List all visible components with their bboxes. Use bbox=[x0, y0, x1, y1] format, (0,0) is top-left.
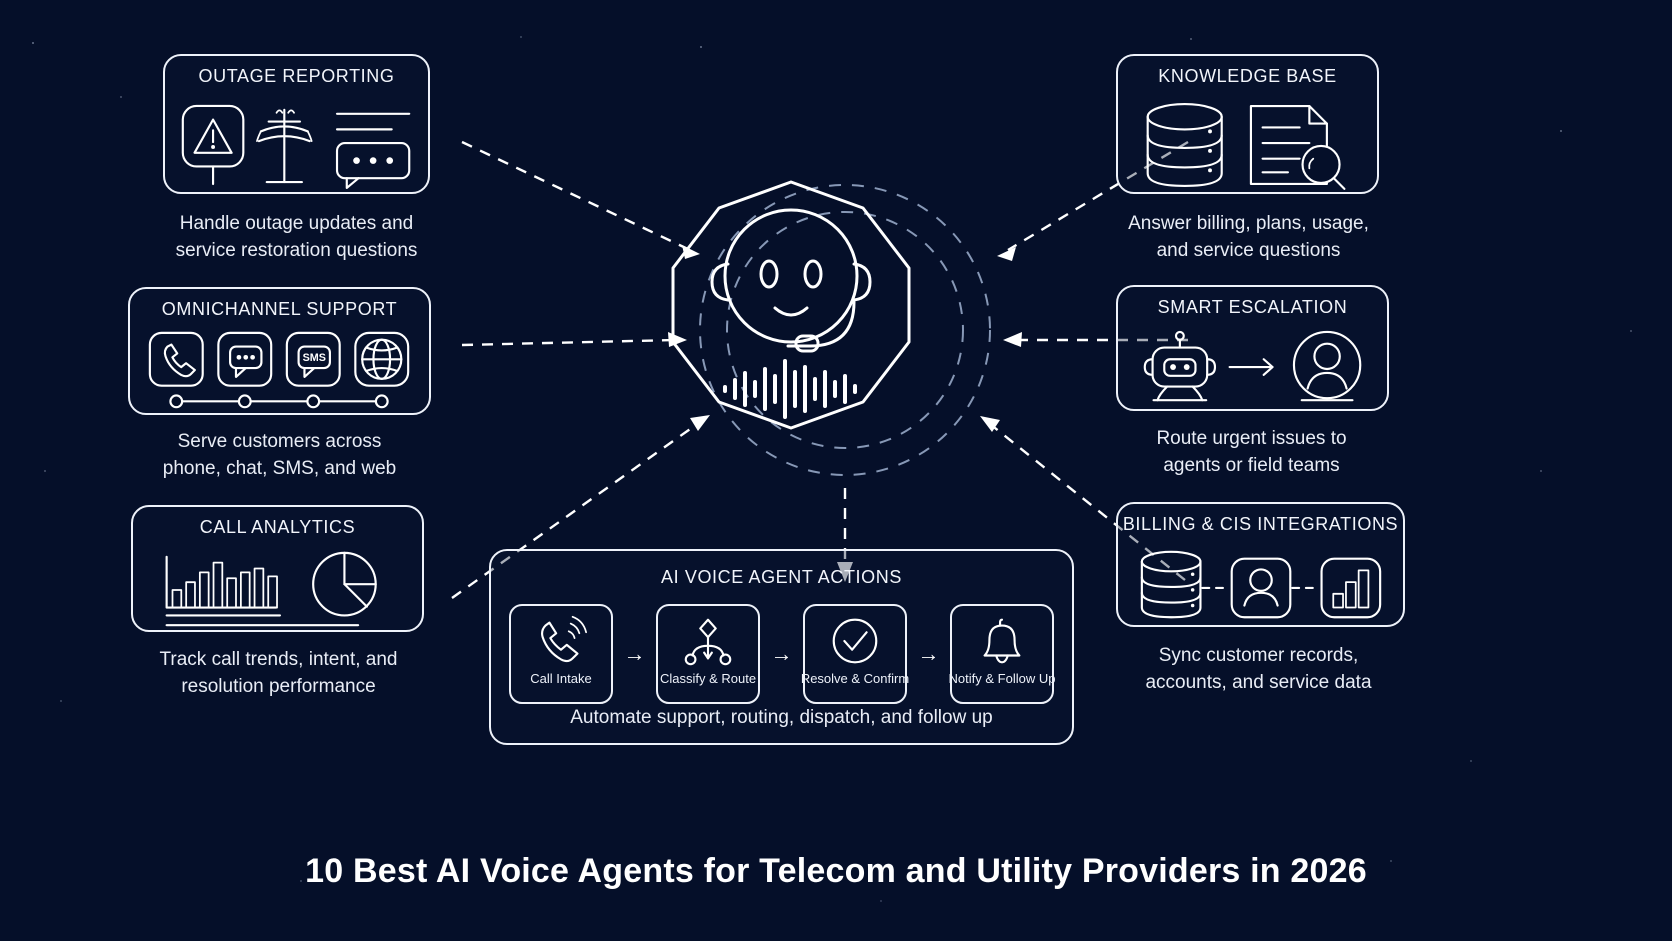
card-title-omnichannel-support: OMNICHANNEL SUPPORT bbox=[161, 299, 398, 319]
card-icons-call-analytics bbox=[133, 549, 422, 630]
database-icon bbox=[1140, 550, 1202, 618]
routing-tree-icon bbox=[684, 618, 732, 666]
bell-icon bbox=[983, 618, 1021, 664]
sms-icon: SMS bbox=[285, 331, 341, 387]
user-icon bbox=[1230, 557, 1291, 618]
card-outage-reporting[interactable]: OUTAGE REPORTING bbox=[163, 54, 430, 194]
document-search-icon bbox=[1249, 104, 1345, 190]
card-title-call-analytics: CALL ANALYTICS bbox=[199, 517, 356, 537]
card-caption-ai-voice-agent-actions: Automate support, routing, dispatch, and… bbox=[570, 707, 993, 728]
phone-ringing-icon bbox=[541, 615, 588, 663]
globe-icon bbox=[353, 331, 409, 387]
card-title-billing-cis-integrations: BILLING & CIS INTEGRATIONS bbox=[1122, 514, 1399, 534]
card-title-knowledge-base: KNOWLEDGE BASE bbox=[1158, 66, 1337, 86]
card-smart-escalation[interactable]: SMART ESCALATION bbox=[1116, 285, 1389, 411]
bar-chart-icon bbox=[165, 555, 359, 626]
card-caption-outage-reporting: Handle outage updates and service restor… bbox=[175, 213, 418, 261]
card-billing-cis-integrations[interactable]: BILLING & CIS INTEGRATIONS bbox=[1116, 502, 1405, 627]
action-step-classify-route[interactable]: Classify & Route bbox=[656, 604, 760, 704]
card-title-smart-escalation: SMART ESCALATION bbox=[1157, 297, 1348, 317]
card-icons-knowledge-base bbox=[1118, 98, 1377, 192]
sms-label: SMS bbox=[302, 352, 325, 364]
card-icons-billing-cis-integrations bbox=[1118, 546, 1403, 625]
card-ai-voice-agent-actions[interactable]: AI VOICE AGENT ACTIONS Call Intake → bbox=[489, 549, 1074, 745]
waveform-bars bbox=[723, 359, 857, 419]
card-knowledge-base[interactable]: KNOWLEDGE BASE bbox=[1116, 54, 1379, 194]
action-step-label: Resolve & Confirm bbox=[800, 671, 910, 686]
ai-voice-agent-hub bbox=[636, 146, 946, 456]
headset-face-waveform-icon bbox=[671, 180, 911, 430]
utility-pole-icon bbox=[255, 108, 313, 184]
action-step-resolve-confirm[interactable]: Resolve & Confirm bbox=[800, 604, 910, 704]
card-caption-call-analytics: Track call trends, intent, and resolutio… bbox=[159, 649, 398, 697]
card-omnichannel-support[interactable]: OMNICHANNEL SUPPORT bbox=[128, 287, 431, 415]
chat-bubble-icon bbox=[335, 112, 410, 190]
step-arrow-2: → bbox=[770, 641, 793, 666]
step-arrow-1: → bbox=[623, 641, 646, 666]
card-title-outage-reporting: OUTAGE REPORTING bbox=[198, 66, 395, 86]
phone-icon bbox=[148, 331, 204, 387]
card-caption-smart-escalation: Route urgent issues to agents or field t… bbox=[1156, 428, 1347, 476]
card-caption-knowledge-base: Answer billing, plans, usage, and servic… bbox=[1128, 213, 1369, 261]
agent-avatar-icon bbox=[1292, 330, 1361, 402]
channel-timeline bbox=[168, 394, 389, 409]
card-icons-omnichannel-support: SMS bbox=[130, 331, 429, 413]
action-step-label: Classify & Route bbox=[659, 671, 757, 686]
action-step-label: Call Intake bbox=[530, 671, 592, 686]
action-step-label: Notify & Follow Up bbox=[948, 671, 1056, 686]
card-call-analytics[interactable]: CALL ANALYTICS bbox=[131, 505, 424, 632]
card-title-ai-voice-agent-actions: AI VOICE AGENT ACTIONS bbox=[661, 567, 902, 587]
card-icons-smart-escalation bbox=[1118, 329, 1387, 409]
card-caption-billing-cis-integrations: Sync customer records, accounts, and ser… bbox=[1145, 645, 1372, 693]
database-icon bbox=[1146, 103, 1223, 187]
pie-chart-icon bbox=[311, 551, 377, 616]
arrow-right-icon bbox=[1228, 358, 1274, 376]
action-step-call-intake[interactable]: Call Intake bbox=[509, 604, 613, 704]
card-caption-omnichannel-support: Serve customers across phone, chat, SMS,… bbox=[162, 431, 397, 479]
step-arrow-3: → bbox=[917, 641, 940, 666]
chat-icon bbox=[216, 331, 272, 387]
action-steps-row: Call Intake → Classify & Route → bbox=[509, 603, 1056, 705]
bar-chart-icon bbox=[1319, 557, 1381, 618]
action-step-notify-follow-up[interactable]: Notify & Follow Up bbox=[948, 604, 1056, 704]
card-icons-outage-reporting bbox=[165, 98, 428, 192]
warning-sign-icon bbox=[181, 104, 244, 186]
page-title: 10 Best AI Voice Agents for Telecom and … bbox=[305, 852, 1367, 890]
check-circle-icon bbox=[832, 618, 878, 664]
robot-icon bbox=[1143, 330, 1216, 402]
